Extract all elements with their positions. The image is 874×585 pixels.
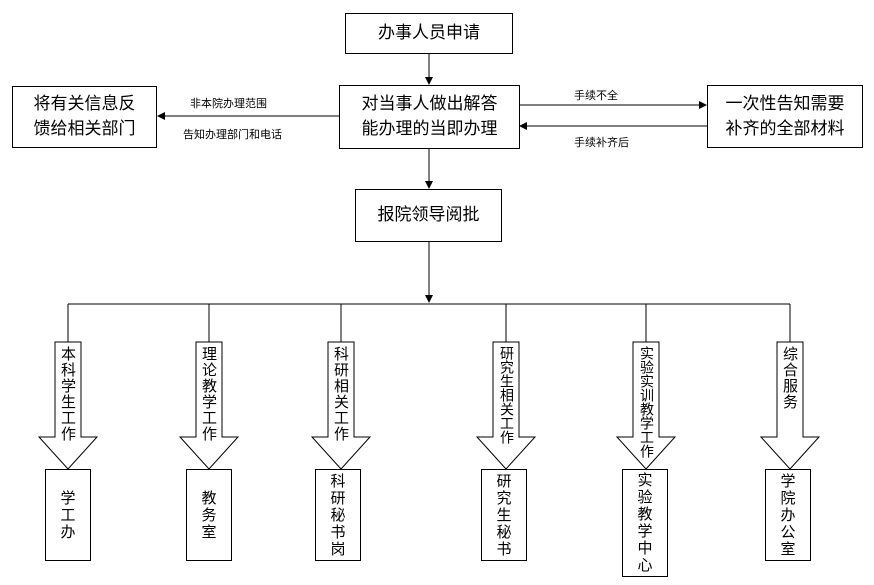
label-incomplete: 手续不全 bbox=[574, 89, 618, 102]
office-label: 实验教学中心 bbox=[635, 472, 654, 574]
branch-block-arrow bbox=[759, 341, 821, 470]
branch-block-arrow bbox=[615, 341, 677, 470]
node-feedback: 将有关信息反 馈给相关部门 bbox=[12, 86, 157, 148]
office-label: 学院办公室 bbox=[778, 472, 797, 558]
branch-block-arrow bbox=[475, 341, 537, 470]
node-apply-text: 办事人员申请 bbox=[378, 23, 480, 43]
branch-work-label: 实验实训教学工作 bbox=[638, 346, 654, 458]
node-decide-line-2: 能办理的当即办理 bbox=[361, 119, 498, 139]
label-completed: 手续补齐后 bbox=[574, 136, 629, 149]
node-approve-text: 报院领导阅批 bbox=[377, 205, 480, 225]
branch-work-label: 研究生相关工作 bbox=[498, 346, 514, 444]
office-box: 实验教学中心 bbox=[622, 469, 668, 577]
office-box: 学工办 bbox=[45, 469, 91, 561]
node-approve: 报院领导阅批 bbox=[355, 189, 502, 242]
office-box: 科研秘书岗 bbox=[315, 469, 361, 561]
branch-work-label: 科研相关工作 bbox=[332, 346, 350, 442]
branch-block-arrow bbox=[178, 341, 240, 470]
branch-work-label: 理论教学工作 bbox=[200, 346, 218, 442]
office-label: 研究生秘书 bbox=[494, 472, 513, 558]
node-decide-line-1: 对当事人做出解答 bbox=[361, 94, 498, 114]
office-box: 研究生秘书 bbox=[481, 469, 527, 561]
node-notify: 一次性告知需要 补齐的全部材料 bbox=[707, 85, 863, 148]
label-out-of-scope: 非本院办理范围 bbox=[190, 97, 267, 110]
office-label: 教务室 bbox=[199, 489, 218, 541]
node-decide: 对当事人做出解答 能办理的当即办理 bbox=[339, 85, 520, 149]
node-notify-line-2: 补齐的全部材料 bbox=[725, 118, 845, 139]
office-box: 教务室 bbox=[186, 469, 232, 561]
node-notify-line-1: 一次性告知需要 bbox=[725, 93, 845, 114]
branch-block-arrow bbox=[310, 341, 372, 470]
node-apply: 办事人员申请 bbox=[345, 13, 513, 54]
node-feedback-line-1: 将有关信息反 bbox=[33, 94, 136, 114]
office-label: 科研秘书岗 bbox=[328, 472, 347, 558]
branch-work-label: 综合服务 bbox=[781, 346, 799, 410]
branch-block-arrow bbox=[37, 341, 99, 470]
branch-work-label: 本科学生工作 bbox=[59, 346, 77, 442]
label-tell-dept: 告知办理部门和电话 bbox=[183, 128, 282, 141]
node-feedback-line-2: 馈给相关部门 bbox=[33, 119, 136, 139]
office-box: 学院办公室 bbox=[765, 469, 811, 561]
office-label: 学工办 bbox=[58, 489, 77, 541]
